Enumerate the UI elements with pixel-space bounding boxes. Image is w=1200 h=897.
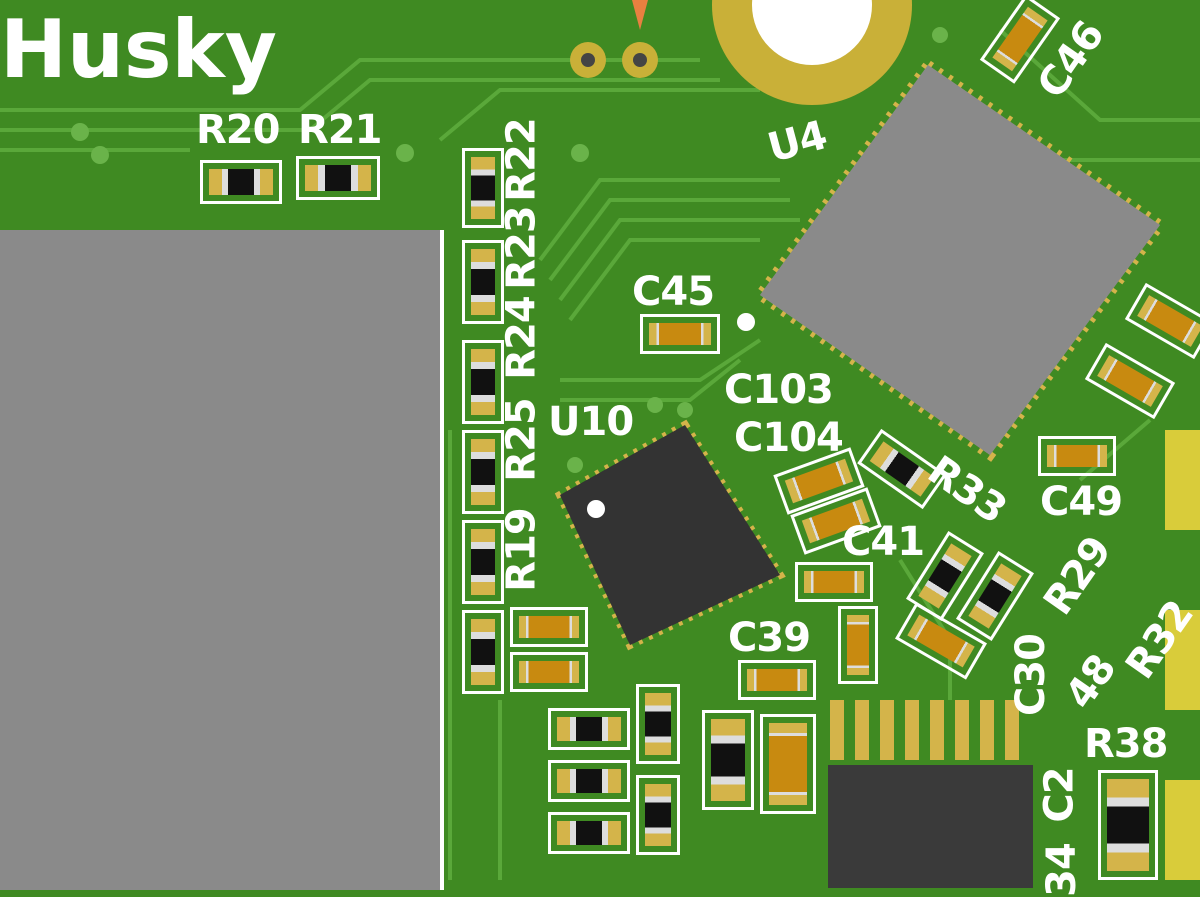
- cap: [510, 607, 588, 647]
- c45: [640, 314, 720, 354]
- diode: [702, 710, 754, 810]
- label-c41: C41: [842, 519, 925, 565]
- module-shield: [0, 230, 444, 890]
- r20: [200, 160, 282, 204]
- resistor: [462, 610, 504, 694]
- brand-logo-text: Husky: [0, 3, 277, 96]
- label-r21: R21: [298, 107, 382, 153]
- label-r38: R38: [1084, 721, 1168, 767]
- label-r22: R22: [498, 118, 545, 202]
- resistor: [548, 708, 630, 750]
- r38-res: [1098, 770, 1158, 880]
- r24: [462, 340, 504, 424]
- r25: [462, 430, 504, 514]
- label-c2: C2: [1036, 767, 1083, 823]
- r22: [462, 148, 504, 228]
- label-u10: U10: [548, 399, 634, 445]
- label-r25: R25: [498, 398, 545, 482]
- c41: [795, 562, 873, 602]
- label-c45: C45: [632, 269, 715, 315]
- r23: [462, 240, 504, 324]
- label-c103: C103: [724, 367, 834, 413]
- cap: [760, 714, 816, 814]
- resistor: [548, 760, 630, 802]
- resistor: [636, 775, 680, 855]
- label-c104: C104: [734, 415, 844, 461]
- cap: [510, 652, 588, 692]
- cap: [838, 606, 878, 684]
- label-r19: R19: [498, 508, 545, 592]
- resistor: [636, 684, 680, 764]
- r21: [296, 156, 380, 200]
- label-r20: R20: [196, 107, 280, 153]
- resistor: [548, 812, 630, 854]
- label-r23: R23: [498, 206, 545, 290]
- label-c34: 34: [1038, 843, 1085, 897]
- c49: [1038, 436, 1116, 476]
- label-c30: C30: [1008, 633, 1055, 717]
- ic-bottom: [828, 765, 1033, 888]
- c39: [738, 660, 816, 700]
- label-c39: C39: [728, 615, 811, 661]
- r19: [462, 520, 504, 604]
- label-c49: C49: [1040, 479, 1123, 525]
- label-r24: R24: [498, 296, 545, 380]
